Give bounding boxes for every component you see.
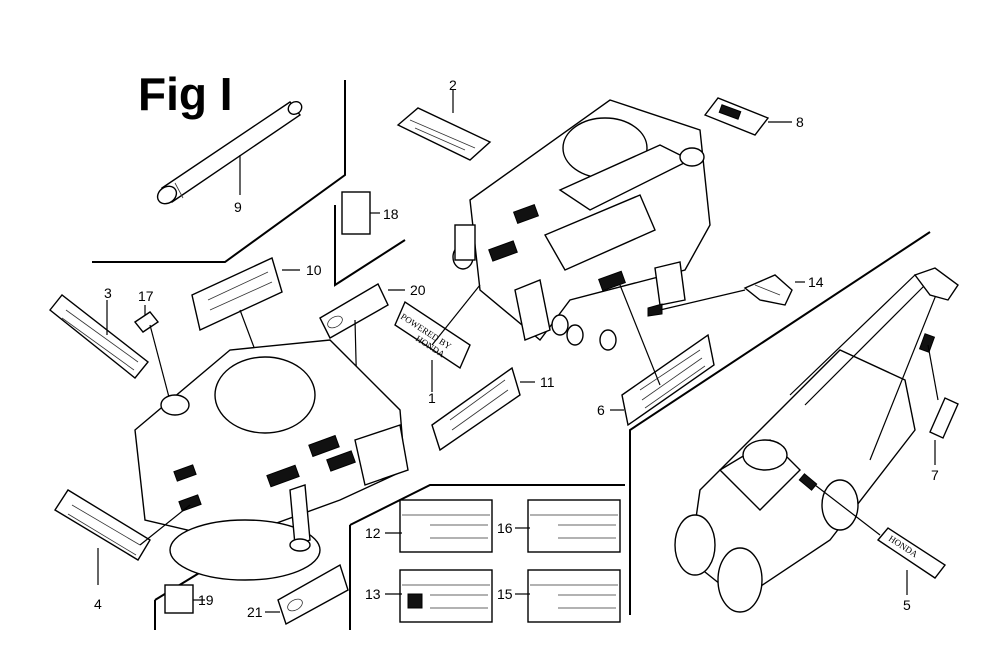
callout-2: 2 xyxy=(449,77,457,93)
lawn-mower xyxy=(674,267,959,613)
callout-10: 10 xyxy=(306,262,322,278)
engine-lower-left xyxy=(134,339,409,581)
callout-13: 13 xyxy=(365,586,381,602)
callout-11: 11 xyxy=(540,374,555,390)
safety-label-16 xyxy=(515,499,621,553)
label-part-11 xyxy=(431,366,535,452)
figure-title: Fig I xyxy=(138,68,233,120)
socket-wrench-part xyxy=(156,100,303,205)
label-part-19 xyxy=(164,584,205,614)
callout-6: 6 xyxy=(597,402,605,418)
label-part-8 xyxy=(703,97,792,136)
label-part-18 xyxy=(341,191,380,235)
callout-8: 8 xyxy=(796,114,804,130)
callout-15: 15 xyxy=(497,586,513,602)
callout-4: 4 xyxy=(94,596,102,612)
callout-21: 21 xyxy=(247,604,263,620)
callout-labels: 9 2 8 18 10 20 14 3 17 1 11 6 7 12 16 13… xyxy=(94,77,939,620)
safety-label-15 xyxy=(515,569,621,623)
label-part-6 xyxy=(610,284,715,427)
label-part-2 xyxy=(396,90,492,161)
callout-9: 9 xyxy=(234,199,242,215)
callout-1: 1 xyxy=(428,390,436,406)
label-part-7 xyxy=(927,344,959,465)
label-part-3 xyxy=(49,294,149,379)
safety-label-12 xyxy=(385,499,493,553)
safety-label-13 xyxy=(385,569,493,623)
callout-20: 20 xyxy=(410,282,426,298)
label-part-21 xyxy=(265,563,349,626)
callout-18: 18 xyxy=(383,206,399,222)
callout-17: 17 xyxy=(138,288,154,304)
callout-19: 19 xyxy=(198,592,214,608)
bracket-part-14 xyxy=(659,274,805,311)
engine-upper xyxy=(452,99,711,351)
callout-14: 14 xyxy=(808,274,824,290)
callout-3: 3 xyxy=(104,285,112,301)
callout-7: 7 xyxy=(931,467,939,483)
label-part-20 xyxy=(319,283,405,441)
callout-5: 5 xyxy=(903,597,911,613)
callout-12: 12 xyxy=(365,525,381,541)
label-part-1: POWERED BY HONDA xyxy=(394,284,481,392)
callout-16: 16 xyxy=(497,520,513,536)
label-part-4 xyxy=(54,489,191,585)
